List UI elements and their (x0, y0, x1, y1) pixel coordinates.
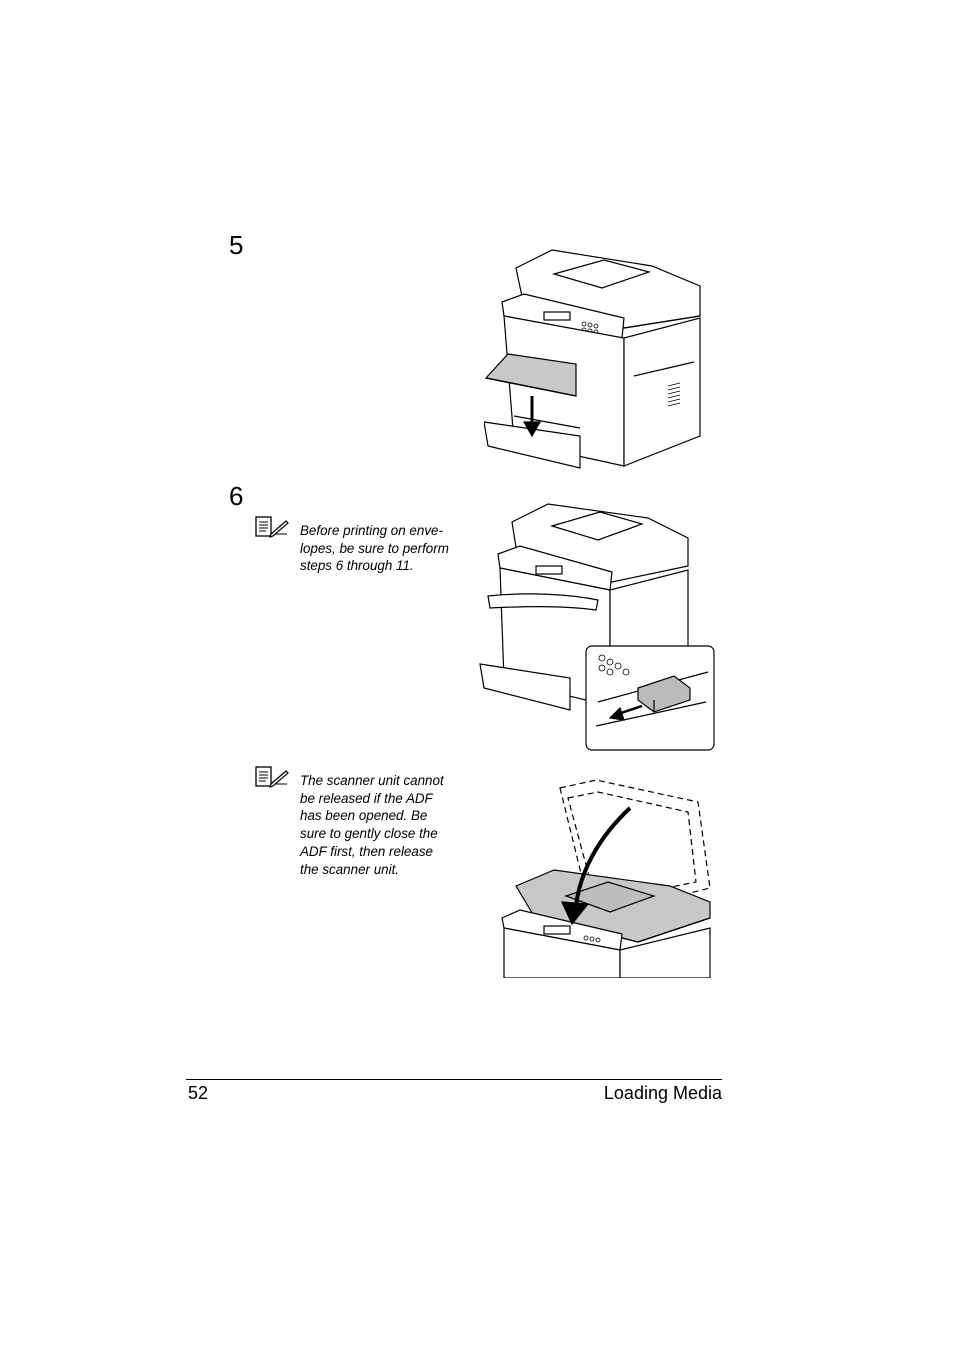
page-number: 52 (188, 1083, 209, 1103)
note-pencil-icon (255, 516, 289, 538)
note-text-envelopes: Before printing on enve- lopes, be sure … (300, 523, 449, 574)
step-number-6: 6 (229, 481, 244, 511)
printer-illustration-close-adf (498, 778, 714, 978)
printer-illustration-scanner-release (478, 496, 716, 752)
note-pencil-icon (255, 766, 289, 788)
chapter-title: Loading Media (603, 1083, 722, 1103)
footer-rule (186, 1079, 722, 1080)
step-number-5: 5 (229, 230, 244, 260)
note-text-scanner-unit: The scanner unit cannot be released if t… (300, 773, 444, 877)
printer-illustration-output-tray (484, 246, 714, 478)
